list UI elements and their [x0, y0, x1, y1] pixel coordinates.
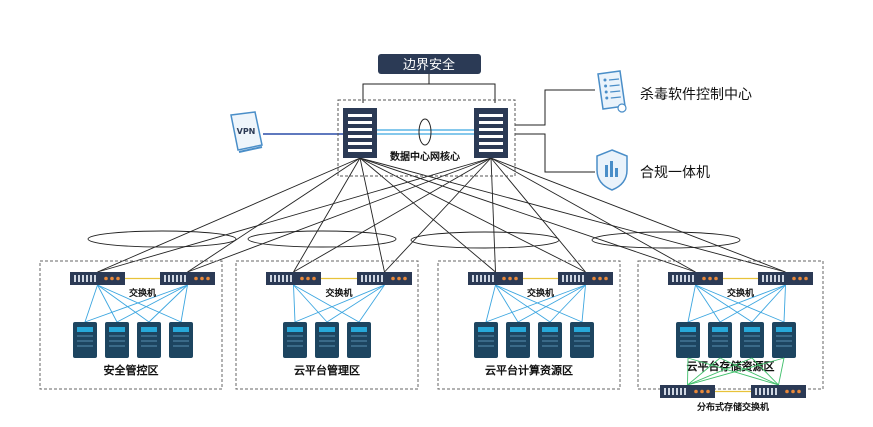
zone-label: 安全管控区	[104, 363, 159, 377]
zone-server	[315, 322, 339, 358]
zone-server	[283, 322, 307, 358]
link-bundle-ellipse	[247, 230, 397, 248]
zone-switch	[266, 272, 321, 285]
link-bundle-ellipse	[87, 230, 237, 248]
core-switch-right	[474, 108, 508, 158]
antivirus-document-icon	[597, 70, 627, 113]
zone-server	[137, 322, 161, 358]
core-label: 数据中心网核心	[390, 150, 460, 163]
core-switch-left	[343, 108, 377, 158]
zone-switch	[357, 272, 412, 285]
zone-switch-label: 交换机	[527, 287, 554, 299]
zone-switch-label: 交换机	[727, 287, 754, 299]
storage-switch	[660, 385, 715, 398]
vpn-device: VPN	[230, 111, 263, 153]
zone-server	[708, 322, 732, 358]
compliance-appliance-label: 合规一体机	[640, 165, 710, 181]
zone-server	[474, 322, 498, 358]
boundary-security-box: 边界安全	[378, 54, 481, 74]
storage-switch-label: 分布式存储交换机	[697, 401, 769, 413]
compliance-shield-icon	[596, 149, 628, 191]
zone-switch	[558, 272, 613, 285]
link-bundle-ellipse	[410, 231, 560, 249]
storage-switch	[751, 385, 806, 398]
zone-switch-label: 交换机	[129, 287, 156, 299]
zone-switch	[70, 272, 125, 285]
zone-label: 云平台存储资源区	[687, 359, 775, 373]
boundary-security-label: 边界安全	[403, 57, 455, 73]
zone-server	[570, 322, 594, 358]
core-link-bundle	[418, 118, 432, 146]
zone-label: 云平台计算资源区	[485, 363, 573, 377]
zone-switch-label: 交换机	[325, 287, 352, 299]
zone-switch	[668, 272, 723, 285]
zone-server	[73, 322, 97, 358]
core-group-box	[337, 99, 516, 177]
zone-server	[347, 322, 371, 358]
zone-label: 云平台管理区	[294, 363, 360, 377]
zone-server	[740, 322, 764, 358]
zone-server	[538, 322, 562, 358]
distributed-storage-switch-group: 分布式存储交换机	[660, 357, 806, 413]
zone-server	[105, 322, 129, 358]
zone-switch	[468, 272, 523, 285]
zone-switch	[758, 272, 813, 285]
zone-server	[169, 322, 193, 358]
antivirus-center-label: 杀毒软件控制中心	[640, 87, 752, 103]
vpn-label: VPN	[237, 127, 256, 136]
zone-server	[676, 322, 700, 358]
zone-server	[772, 322, 796, 358]
link-bundle-ellipse	[591, 231, 741, 249]
zone-server	[506, 322, 530, 358]
zone-switch	[160, 272, 215, 285]
